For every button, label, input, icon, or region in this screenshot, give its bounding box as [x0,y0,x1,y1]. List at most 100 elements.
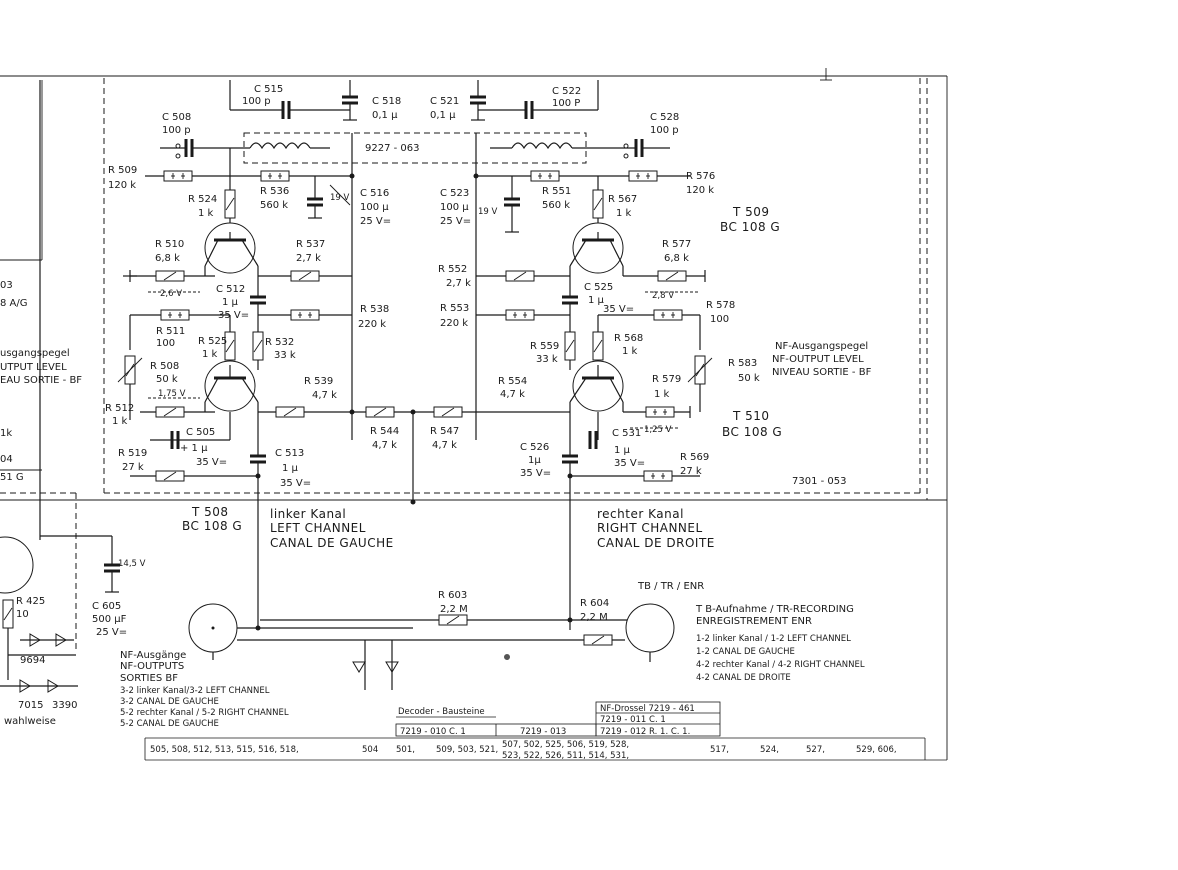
left-channel-title: linker Kanal LEFT CHANNEL CANAL DE GAUCH… [270,507,394,550]
label-left-stub-03: 03 [0,280,13,291]
label-left-stub-51g: 51 G [0,472,24,483]
left-channel-circuit [117,148,560,630]
label-c516-voltage: 25 V= [360,216,391,227]
label-r604-value: 2,2 M [580,612,608,623]
decoder-table: Decoder - Bausteine 7219 - 010 C. 1 7219… [395,707,597,737]
label-c523-voltage: 25 V= [440,216,471,227]
label-c605-value: 500 µF [92,614,127,625]
label-r553-name: R 553 [440,303,469,314]
label-c508-name: C 508 [162,112,191,123]
label-t510-type: BC 108 G [722,425,782,439]
label-left-stub-04: 04 [0,454,13,465]
label-r578-name: R 578 [706,300,735,311]
recording-5: 4-2 CANAL DE DROITE [696,673,791,683]
label-r553-value: 220 k [440,318,468,329]
bottom-row-6: 517, [710,745,729,755]
bottom-row-8: 527, [806,745,825,755]
nf-level-fr: NIVEAU SORTIE - BF [772,367,872,378]
label-c505-name: C 505 [186,427,215,438]
nf-outputs-legend: NF-Ausgänge NF-OUTPUTS SORTIES BF 3-2 li… [120,650,289,729]
recording-1: ENREGISTREMENT ENR [696,616,812,627]
nf-level-de: NF-Ausgangspegel [775,341,868,352]
label-c508-value: 100 p [162,125,191,136]
label-r508-value: 50 k [156,374,178,385]
nf-level-en: NF-OUTPUT LEVEL [772,354,864,365]
nf-outputs-6: 5-2 CANAL DE GAUCHE [120,719,219,729]
nf-outputs-4: 3-2 CANAL DE GAUCHE [120,697,219,707]
bottom-row-7: 524, [760,745,779,755]
label-r509-value: 120 k [108,180,136,191]
label-c523-value: 100 µ [440,202,469,213]
label-c521-name: C 521 [430,96,459,107]
label-r524-value: 1 k [198,208,214,219]
label-d3390: 3390 [52,700,77,711]
nf-output-level-left: usgangspegel UTPUT LEVEL EAU SORTIE - BF [0,348,82,386]
label-r569-name: R 569 [680,452,709,463]
label-r547-value: 4,7 k [432,440,457,451]
label-2-8v: 2,8 V [652,291,674,301]
label-c523-name: C 523 [440,188,469,199]
label-r547-name: R 547 [430,426,459,437]
label-d9694: 9694 [20,655,45,666]
label-c531-value: 1 µ [614,445,631,456]
label-c525-voltage: 35 V= [603,304,634,315]
bottom-parts-row: 505, 508, 512, 513, 515, 516, 518, 504 5… [144,737,947,761]
label-c513-voltage: 35 V= [280,478,311,489]
label-c522-name: C 522 [552,86,581,97]
label-r559-name: R 559 [530,341,559,352]
label-r512-name: R 512 [105,403,134,414]
decoder-title: Decoder - Bausteine [398,707,485,717]
bottom-row-1: 504 [362,745,378,755]
label-r577-name: R 577 [662,239,691,250]
label-c515-name: C 515 [254,84,283,95]
left-partial-stage [0,80,122,693]
label-r532-value: 33 k [274,350,296,361]
recording-2: 1-2 linker Kanal / 1-2 LEFT CHANNEL [696,634,851,644]
label-wahlweise: wahlweise [4,716,56,727]
nf-outputs-1: NF-OUTPUTS [120,661,184,672]
right-channel-circuit [410,148,713,630]
label-t509-type: BC 108 G [720,220,780,234]
label-c512-value: 1 µ [222,297,239,308]
left-channel-fr: CANAL DE GAUCHE [270,536,394,550]
label-c518-name: C 518 [372,96,401,107]
input-caps [160,137,670,159]
label-r603-name: R 603 [438,590,467,601]
label-r578-value: 100 [710,314,729,325]
nf-level-left-fr: EAU SORTIE - BF [0,375,82,386]
component-labels: C 515 100 p C 518 0,1 µ C 521 0,1 µ C 52… [0,84,847,727]
label-r539-value: 4,7 k [312,390,337,401]
label-14-5v: 14,5 V [118,559,146,569]
label-r554-name: R 554 [498,376,527,387]
label-r579-name: R 579 [652,374,681,385]
label-r567-value: 1 k [616,208,632,219]
label-t508-name: T 508 [191,505,229,519]
label-1-25v: 1,25 V [644,425,672,435]
recording-0: T B-Aufnahme / TR-RECORDING [695,604,854,615]
label-c525-name: C 525 [584,282,613,293]
recording-legend: TB / TR / ENR T B-Aufnahme / TR-RECORDIN… [637,581,865,683]
label-r552-name: R 552 [438,264,467,275]
drossel-row-1: 7219 - 012 R. 1. C. 1. [600,727,690,737]
label-c522-value: 100 P [552,98,580,109]
label-c605-name: C 605 [92,601,121,612]
label-r554-value: 4,7 k [500,389,525,400]
label-r510-name: R 510 [155,239,184,250]
recording-4: 4-2 rechter Kanal / 4-2 RIGHT CHANNEL [696,660,865,670]
label-r425-name: R 425 [16,596,45,607]
label-r519-name: R 519 [118,448,147,459]
label-r544-name: R 544 [370,426,399,437]
label-r568-name: R 568 [614,333,643,344]
label-r576-value: 120 k [686,185,714,196]
label-inductor: 9227 - 063 [365,143,420,154]
label-r551-name: R 551 [542,186,571,197]
output-network [188,603,675,690]
label-r579-value: 1 k [654,389,670,400]
label-r577-value: 6,8 k [664,253,689,264]
label-r539-name: R 539 [304,376,333,387]
label-c505-voltage: 35 V= [196,457,227,468]
label-r583-value: 50 k [738,373,760,384]
label-c526-voltage: 35 V= [520,468,551,479]
tb-tr-enr: TB / TR / ENR [637,581,704,592]
right-channel-de: rechter Kanal [597,507,684,521]
